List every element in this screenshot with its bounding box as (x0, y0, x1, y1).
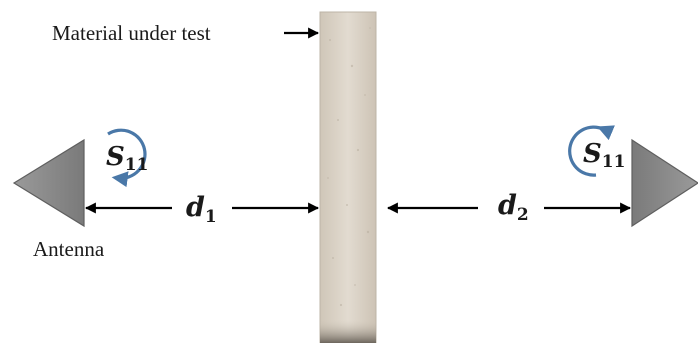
d1-symbol: d (186, 192, 205, 223)
right-s11-subscript: 11 (602, 152, 626, 172)
d2-distance: d2 (386, 190, 632, 225)
left-s11-indicator: S11 (106, 128, 148, 188)
svg-text:d2: d2 (498, 190, 529, 225)
d2-subscript: 2 (517, 205, 529, 225)
d2-symbol: d (498, 190, 517, 221)
right-antenna (631, 138, 698, 228)
horn-antenna-icon (12, 138, 85, 228)
left-s11-symbol: S (106, 142, 125, 172)
curved-arrow-icon (568, 125, 615, 177)
d1-subscript: 1 (205, 207, 217, 227)
left-s11-subscript: 11 (125, 155, 149, 175)
right-s11-indicator: S11 (568, 125, 625, 177)
antenna-label: Antenna (33, 237, 105, 261)
svg-text:S11: S11 (583, 139, 625, 172)
material-label: Material under test (52, 21, 211, 45)
d1-distance: d1 (84, 192, 320, 227)
left-antenna (12, 138, 85, 228)
right-s11-symbol: S (583, 139, 602, 169)
curved-arrow-icon (107, 128, 147, 188)
svg-text:S11: S11 (106, 142, 148, 175)
material-slab (319, 11, 377, 343)
svg-text:d1: d1 (186, 192, 217, 227)
horn-antenna-icon (631, 138, 698, 228)
